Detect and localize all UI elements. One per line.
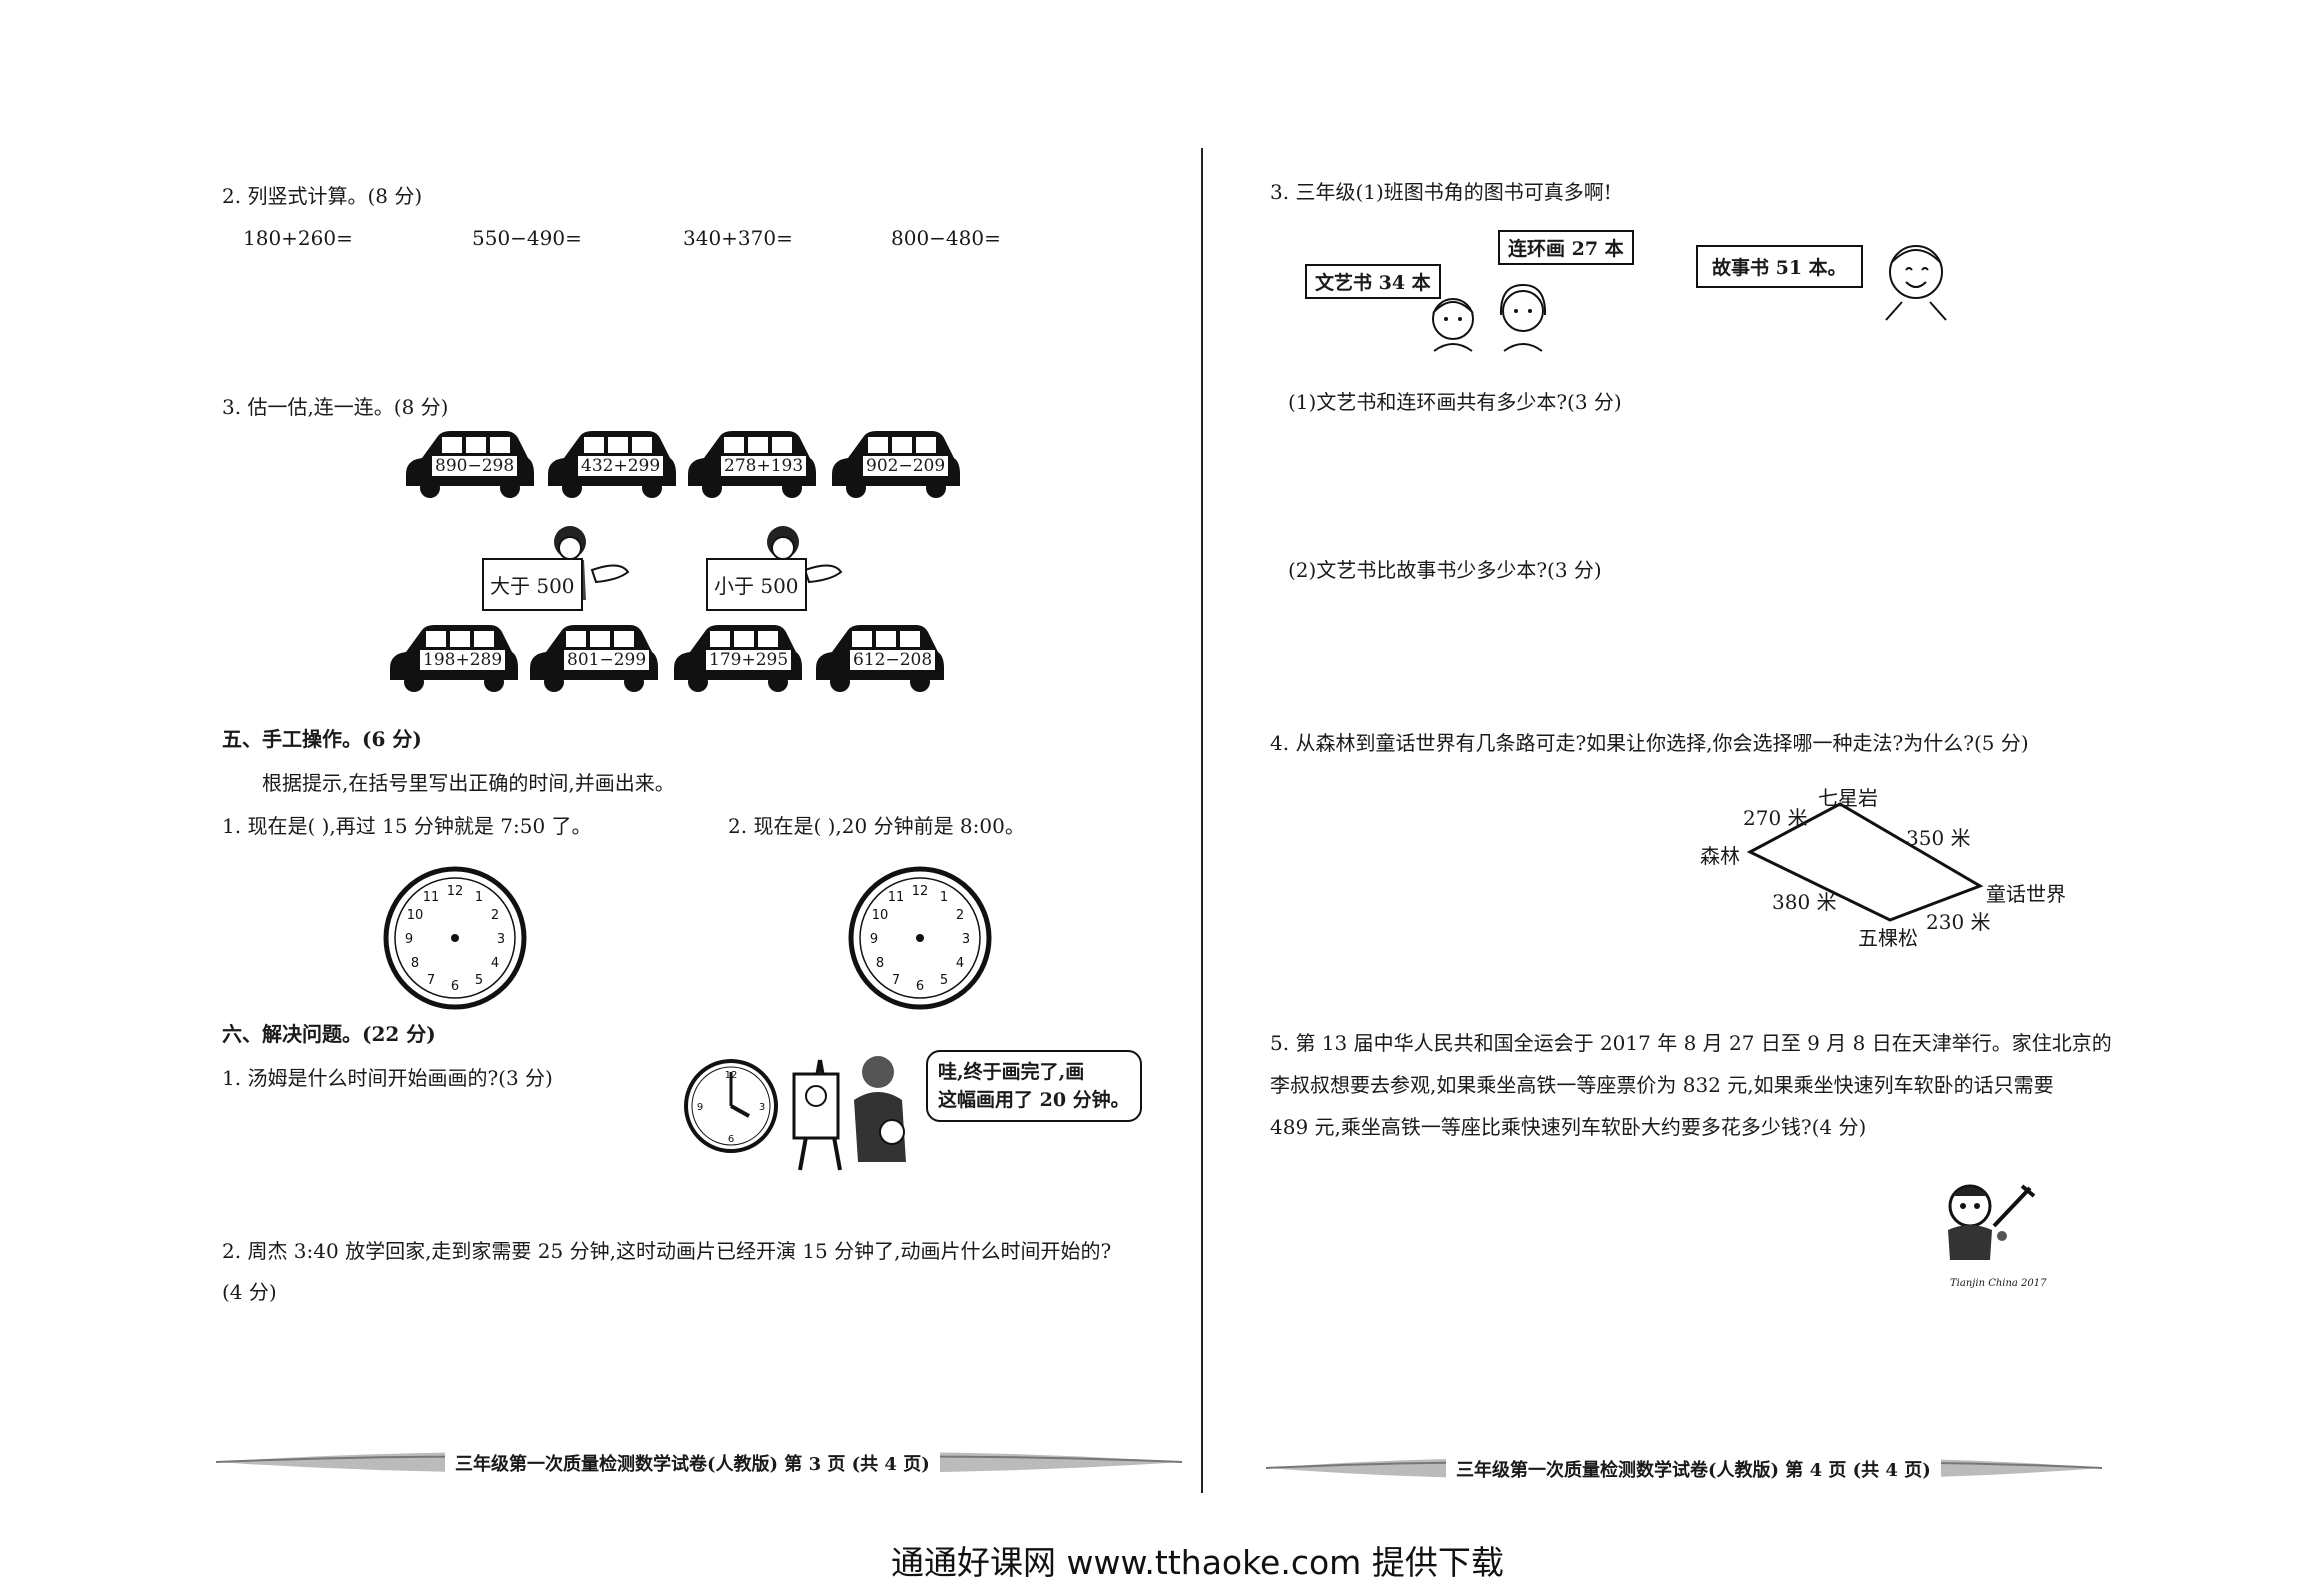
svg-text:7: 7: [892, 973, 900, 988]
svg-text:8: 8: [411, 956, 419, 971]
map-label-270: 270 米: [1743, 806, 1808, 830]
svg-text:8: 8: [876, 956, 884, 971]
car-expression: 179+295: [706, 650, 792, 670]
r-q3-sub2: (2)文艺书比故事书少多少本?(3 分): [1288, 558, 1602, 582]
svg-text:2: 2: [956, 908, 964, 923]
route-map-diagram: [1746, 802, 1984, 922]
calc-item-4: 800−480=: [891, 226, 1001, 250]
games-mascot-icon: [1948, 1184, 2036, 1260]
mascot-caption: Tianjin China 2017: [1950, 1278, 2047, 1289]
svg-text:12: 12: [912, 884, 929, 899]
section-6-title: 六、解决问题。(22 分): [222, 1022, 436, 1046]
r-q5-line-1: 5. 第 13 届中华人民共和国全运会于 2017 年 8 月 27 日至 9 …: [1270, 1031, 2112, 1055]
svg-text:10: 10: [872, 908, 889, 923]
svg-text:6: 6: [451, 979, 459, 994]
svg-text:5: 5: [940, 973, 948, 988]
car-expression: 612−208: [850, 650, 936, 670]
bubble-line-1: 哇,终于画完了,画: [938, 1061, 1085, 1083]
car-expression: 801−299: [564, 650, 650, 670]
footer-left: 三年级第一次质量检测数学试卷(人教版) 第 3 页 (共 4 页): [445, 1450, 940, 1476]
svg-text:6: 6: [728, 1134, 734, 1145]
s6-q2-line-2: (4 分): [222, 1280, 277, 1304]
svg-text:9: 9: [697, 1102, 703, 1113]
r-q5-line-2: 李叔叔想要去参观,如果乘坐高铁一等座票价为 832 元,如果乘坐快速列车软卧的话…: [1270, 1073, 2054, 1097]
svg-text:3: 3: [497, 932, 505, 947]
svg-text:9: 9: [405, 932, 413, 947]
map-label-230: 230 米: [1926, 910, 1991, 934]
clock-face-icon: 12 12 3 45 6 7 8 9 10 11: [848, 866, 992, 1010]
r-q5-line-3: 489 元,乘坐高铁一等座比乘快速列车软卧大约要多花多少钱?(4 分): [1270, 1115, 1867, 1139]
section-5-title: 五、手工操作。(6 分): [222, 727, 422, 751]
q2-title: 2. 列竖式计算。(8 分): [222, 184, 423, 208]
section-5-hint: 根据提示,在括号里写出正确的时间,并画出来。: [262, 771, 675, 795]
map-label-senlin: 森林: [1700, 844, 1740, 868]
r-q3-title: 3. 三年级(1)班图书角的图书可真多啊!: [1270, 180, 1612, 204]
page-divider: [1201, 148, 1203, 1493]
s5-q2: 2. 现在是( ),20 分钟前是 8:00。: [728, 814, 1025, 838]
painter-speech-bubble: 哇,终于画完了,画 这幅画用了 20 分钟。: [926, 1050, 1142, 1122]
boy-icon: [1885, 245, 1947, 321]
car-expression: 198+289: [420, 650, 506, 670]
svg-text:4: 4: [491, 956, 499, 971]
s5-q1: 1. 现在是( ),再过 15 分钟就是 7:50 了。: [222, 814, 592, 838]
calc-item-1: 180+260=: [243, 226, 353, 250]
svg-text:7: 7: [427, 973, 435, 988]
q3-title: 3. 估一估,连一连。(8 分): [222, 395, 449, 419]
map-label-tonghua: 童话世界: [1986, 882, 2066, 906]
svg-text:2: 2: [491, 908, 499, 923]
car-expression: 278+193: [721, 456, 807, 476]
car-expression: 890−298: [432, 456, 518, 476]
bubble-line-2: 这幅画用了 20 分钟。: [938, 1089, 1130, 1111]
clock-face-icon: 12 12 3 45 6 7 8 9 10 11: [383, 866, 527, 1010]
svg-text:11: 11: [888, 890, 905, 905]
svg-text:12: 12: [447, 884, 464, 899]
svg-text:1: 1: [940, 890, 948, 905]
svg-text:9: 9: [870, 932, 878, 947]
footer-right: 三年级第一次质量检测数学试卷(人教版) 第 4 页 (共 4 页): [1446, 1456, 1941, 1482]
svg-text:3: 3: [759, 1102, 765, 1113]
calc-item-2: 550−490=: [472, 226, 582, 250]
bubble-wenyi: 文艺书 34 本: [1305, 264, 1441, 299]
svg-text:1: 1: [475, 890, 483, 905]
svg-text:3: 3: [962, 932, 970, 947]
svg-text:4: 4: [956, 956, 964, 971]
sign-less-500: 小于 500: [706, 558, 807, 611]
s6-q1: 1. 汤姆是什么时间开始画画的?(3 分): [222, 1066, 553, 1090]
car-expression: 902−209: [863, 456, 949, 476]
bubble-gushi: 故事书 51 本。: [1696, 245, 1863, 288]
calc-item-3: 340+370=: [683, 226, 793, 250]
painter-icon: [792, 1056, 906, 1171]
girl-icon: [1432, 298, 1474, 352]
map-label-wukesong: 五棵松: [1858, 926, 1918, 950]
svg-text:6: 6: [916, 979, 924, 994]
site-footer-link[interactable]: 通通好课网 www.tthaoke.com 提供下载: [891, 1543, 1504, 1582]
bubble-lianhuan: 连环画 27 本: [1498, 230, 1634, 265]
svg-text:5: 5: [475, 973, 483, 988]
sign-greater-500: 大于 500: [482, 558, 583, 611]
map-label-350: 350 米: [1906, 826, 1971, 850]
s6-q2-line-1: 2. 周杰 3:40 放学回家,走到家需要 25 分钟,这时动画片已经开演 15…: [222, 1239, 1112, 1263]
girl-icon: [1499, 283, 1547, 352]
clock-four-oclock-icon: 12369: [684, 1059, 778, 1153]
map-label-qixingyan: 七星岩: [1818, 786, 1878, 810]
map-label-380: 380 米: [1772, 890, 1837, 914]
svg-text:10: 10: [407, 908, 424, 923]
svg-text:11: 11: [423, 890, 440, 905]
r-q3-sub1: (1)文艺书和连环画共有多少本?(3 分): [1288, 390, 1622, 414]
car-expression: 432+299: [578, 456, 664, 476]
r-q4-title: 4. 从森林到童话世界有几条路可走?如果让你选择,你会选择哪一种走法?为什么?(…: [1270, 731, 2029, 755]
